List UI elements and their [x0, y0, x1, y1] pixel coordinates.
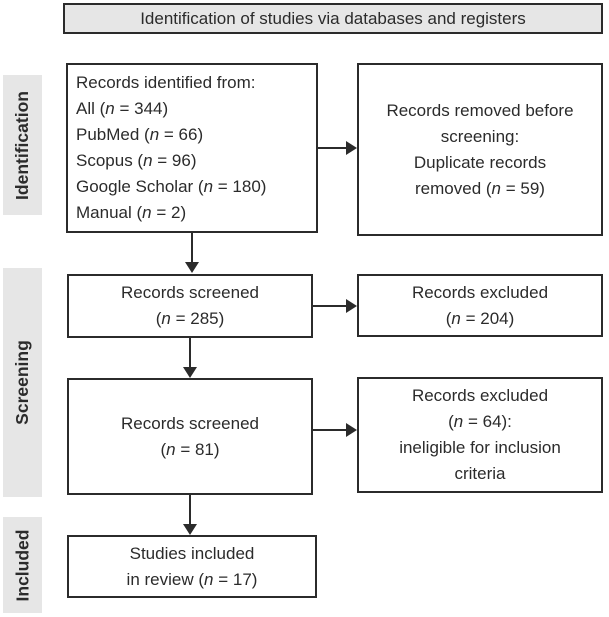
box-records-excluded-2-text: Records excluded(n = 64):ineligible for … — [399, 386, 561, 483]
box-records-screened-2: Records screened(n = 81) — [67, 378, 313, 495]
stage-label-screening: Screening — [3, 268, 42, 497]
box-records-excluded-1-text: Records excluded(n = 204) — [411, 282, 549, 328]
arrow-down-1-icon — [185, 262, 199, 273]
arrow-down-2-line — [189, 338, 191, 368]
arrow-right-1-icon — [346, 141, 357, 155]
arrow-right-2-line — [313, 305, 346, 307]
arrow-right-2-icon — [346, 299, 357, 313]
box-records-screened-2-text: Records screened(n = 81) — [121, 413, 259, 459]
arrow-right-1-line — [318, 147, 346, 149]
arrow-right-3-icon — [346, 423, 357, 437]
arrow-right-3-line — [313, 429, 346, 431]
stage-label-identification: Identification — [3, 75, 42, 215]
box-records-excluded-2: Records excluded(n = 64):ineligible for … — [357, 377, 603, 493]
arrow-down-2-icon — [183, 367, 197, 378]
box-records-excluded-1: Records excluded(n = 204) — [357, 274, 603, 337]
box-records-identified-text: Records identified from:All (n = 344)Pub… — [76, 73, 267, 222]
arrow-down-3-icon — [183, 524, 197, 535]
arrow-down-3-line — [189, 495, 191, 525]
box-records-screened-1-text: Records screened(n = 285) — [121, 283, 259, 328]
diagram-title: Identification of studies via databases … — [63, 3, 603, 34]
arrow-down-1-line — [191, 233, 193, 263]
box-records-screened-1: Records screened(n = 285) — [67, 274, 313, 338]
stage-label-included: Included — [3, 517, 42, 613]
diagram-title-text: Identification of studies via databases … — [140, 8, 526, 28]
box-records-identified: Records identified from:All (n = 344)Pub… — [66, 63, 318, 233]
